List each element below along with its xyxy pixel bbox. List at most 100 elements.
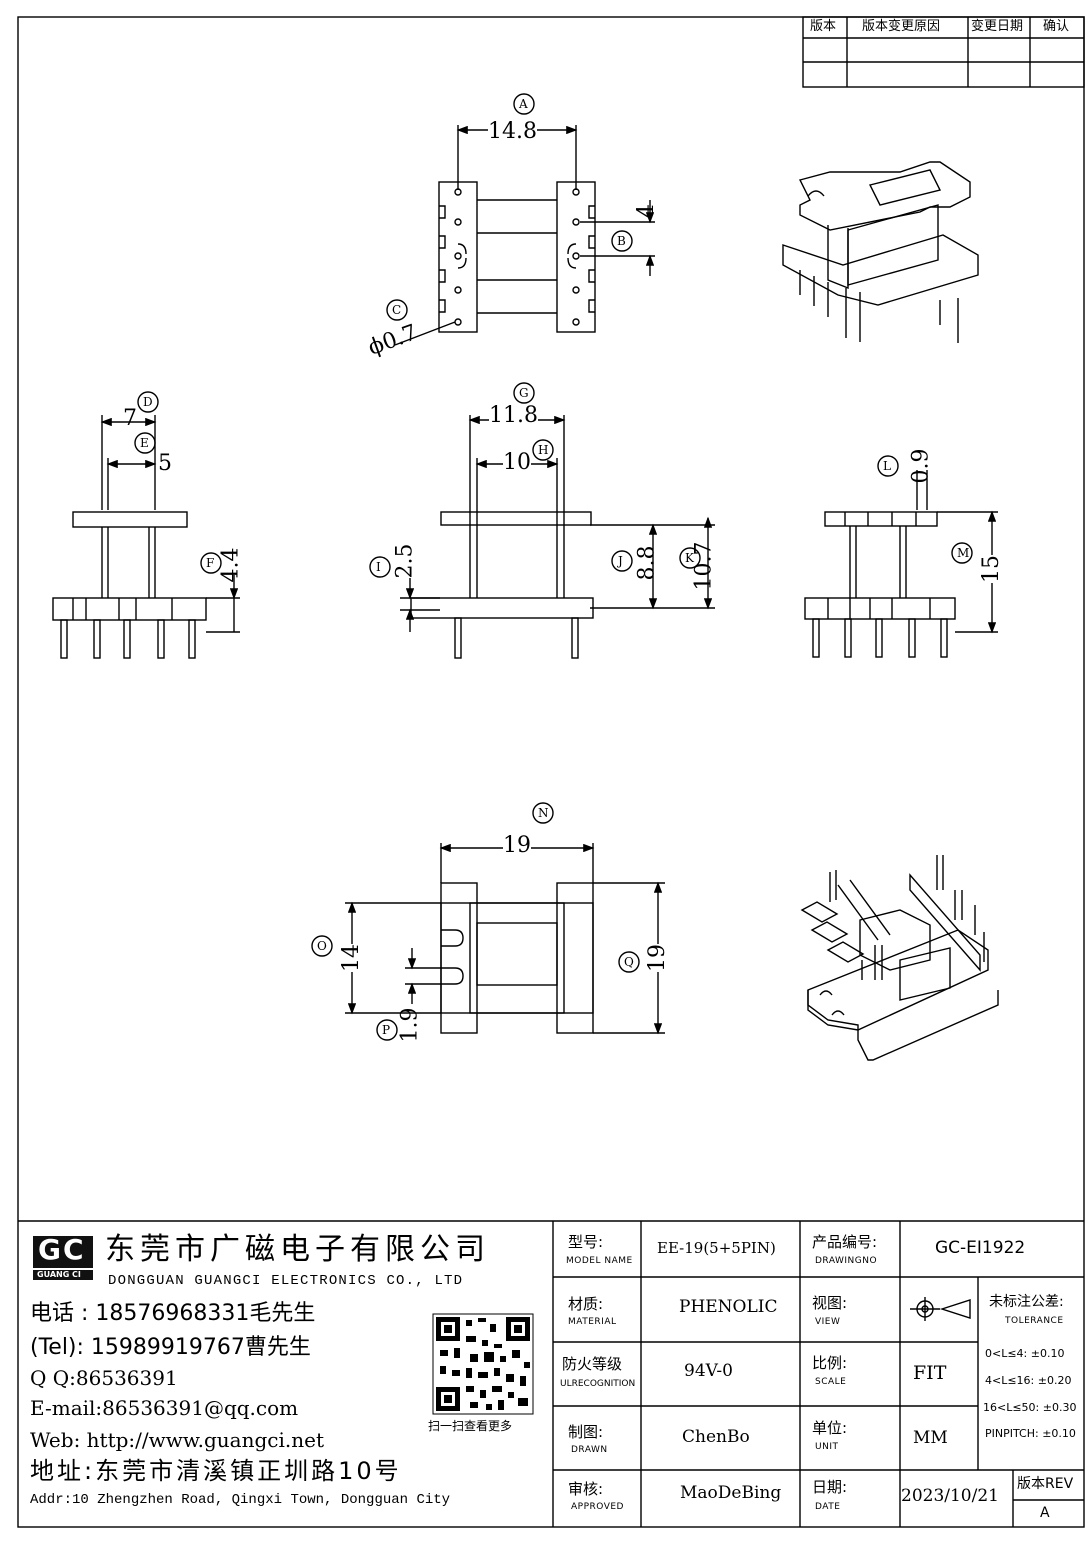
website: Web: http://www.guangci.net xyxy=(30,1428,324,1452)
callout-circle-i xyxy=(369,556,391,578)
phone-1: 电话 : 18576968331毛先生 xyxy=(30,1301,316,1326)
drawn-label-en: DRAWN xyxy=(571,1445,608,1455)
bottom-view xyxy=(311,802,665,1041)
company-name-cn: 东莞市广磁电子有限公司 xyxy=(105,1232,490,1267)
callout-letter-e: E xyxy=(140,436,149,450)
model-label-cn: 型号: xyxy=(568,1233,604,1251)
tolerance-row-2: 4<L≤16: ±0.20 xyxy=(985,1374,1072,1387)
date-value: 2023/10/21 xyxy=(901,1486,999,1506)
unit-label-cn: 单位: xyxy=(812,1419,848,1437)
callout-letter-q: Q xyxy=(624,955,634,969)
callout-circle-j xyxy=(611,550,633,572)
date-label-en: DATE xyxy=(815,1502,841,1512)
qr-code xyxy=(432,1313,534,1415)
dim-value-f: 4.4 xyxy=(218,547,244,583)
dim-value-h: 10 xyxy=(503,450,531,475)
callout-circle-e xyxy=(134,432,156,454)
side-view-left xyxy=(52,391,240,659)
callout-circle-q xyxy=(618,951,640,973)
bobbin-3d-view-top xyxy=(782,161,979,343)
unit-value: MM xyxy=(913,1428,948,1448)
callout-circle-o xyxy=(311,935,333,957)
dim-value-o: 14 xyxy=(339,944,364,972)
dim-value-k: 10.7 xyxy=(691,541,717,591)
callout-letter-g: G xyxy=(519,386,529,400)
scale-value: FIT xyxy=(913,1362,947,1384)
material-label-cn: 材质: xyxy=(568,1295,604,1313)
callout-letter-l: L xyxy=(883,459,891,473)
dim-value-n: 19 xyxy=(503,833,531,858)
dim-value-b: 4 xyxy=(634,204,659,218)
rev-value: A xyxy=(1040,1505,1050,1521)
dim-value-g: 11.8 xyxy=(489,403,538,428)
callout-letter-j: J xyxy=(618,554,623,568)
callout-circle-p xyxy=(376,1019,398,1041)
side-view-right xyxy=(804,455,998,658)
material-label-en: MATERIAL xyxy=(568,1317,617,1327)
callout-circle-b xyxy=(611,230,633,252)
scale-label-en: SCALE xyxy=(815,1377,847,1387)
callout-letter-a: A xyxy=(519,97,528,111)
address-en: Addr:10 Zhengzhen Road, Qingxi Town, Don… xyxy=(30,1492,451,1508)
drawing-no-label-en: DRAWINGNO xyxy=(815,1256,878,1266)
rev-header-confirm: 确认 xyxy=(1043,19,1070,34)
dim-value-l: 0.9 xyxy=(908,448,934,484)
tolerance-label-en: TOLERANCE xyxy=(1005,1316,1064,1326)
bobbin-3d-view-bottom xyxy=(800,855,999,1061)
front-view-center xyxy=(369,382,715,659)
model-value: EE-19(5+5PIN) xyxy=(657,1239,776,1257)
dim-value-i: 2.5 xyxy=(392,543,418,579)
model-label-en: MODEL NAME xyxy=(566,1256,633,1266)
callout-circle-k xyxy=(679,547,701,569)
callout-circle-n xyxy=(532,802,554,824)
logo-subtitle: GUANG CI xyxy=(37,1270,81,1279)
callout-letter-b: B xyxy=(617,234,626,248)
qr-caption: 扫一扫查看更多 xyxy=(428,1419,513,1433)
date-label-cn: 日期: xyxy=(812,1478,848,1496)
callout-letter-i: I xyxy=(376,560,381,574)
callout-circle-m xyxy=(951,542,973,564)
rev-header-version: 版本 xyxy=(810,19,837,34)
projection-symbol-icon xyxy=(910,1297,971,1321)
top-view xyxy=(386,93,655,346)
callout-circle-a xyxy=(513,93,535,115)
sheet-border xyxy=(17,16,1085,1528)
company-logo xyxy=(33,1236,93,1280)
flame-label-cn: 防火等级 xyxy=(562,1355,623,1373)
view-label-en: VIEW xyxy=(815,1317,841,1327)
tolerance-label-cn: 未标注公差: xyxy=(989,1294,1064,1310)
tolerance-row-3: 16<L≤50: ±0.30 xyxy=(983,1401,1077,1414)
rev-header-reason: 版本变更原因 xyxy=(862,19,941,34)
drawn-value: ChenBo xyxy=(682,1427,750,1447)
company-name-en: DONGGUAN GUANGCI ELECTRONICS CO., LTD xyxy=(108,1273,464,1289)
callout-circle-g xyxy=(513,382,535,404)
rev-header-date: 变更日期 xyxy=(971,19,1024,34)
callout-letter-n: N xyxy=(538,806,549,820)
approved-value: MaoDeBing xyxy=(680,1483,782,1503)
callout-letter-h: H xyxy=(538,443,549,457)
drawing-no-label-cn: 产品编号: xyxy=(812,1233,878,1251)
dim-value-a: 14.8 xyxy=(488,119,537,144)
view-label-cn: 视图: xyxy=(812,1294,848,1312)
tolerance-row-1: 0<L≤4: ±0.10 xyxy=(985,1347,1065,1360)
callout-letter-d: D xyxy=(143,395,153,409)
unit-label-en: UNIT xyxy=(815,1442,839,1452)
approved-label-cn: 审核: xyxy=(568,1480,604,1498)
scale-label-cn: 比例: xyxy=(812,1354,848,1372)
logo-text: GC xyxy=(38,1233,86,1266)
callout-circle-d xyxy=(137,391,159,413)
qq-number: Q Q:86536391 xyxy=(30,1366,178,1390)
dim-value-q: 19 xyxy=(645,944,670,972)
phone-2: (Tel): 15989919767曹先生 xyxy=(30,1335,311,1360)
callout-circle-l xyxy=(877,455,899,477)
dim-value-j: 8.8 xyxy=(634,545,660,581)
address-cn: 地址:东莞市清溪镇正圳路10号 xyxy=(30,1457,402,1485)
tolerance-row-4: PINPITCH: ±0.10 xyxy=(985,1427,1076,1440)
callout-circle-f xyxy=(200,552,222,574)
dim-value-d: 7 xyxy=(123,406,137,431)
flame-label-en: ULRECOGNITION xyxy=(560,1379,636,1389)
title-block-grid xyxy=(18,1220,1084,1527)
callout-letter-m: M xyxy=(957,546,970,560)
callout-letter-f: F xyxy=(206,556,215,570)
